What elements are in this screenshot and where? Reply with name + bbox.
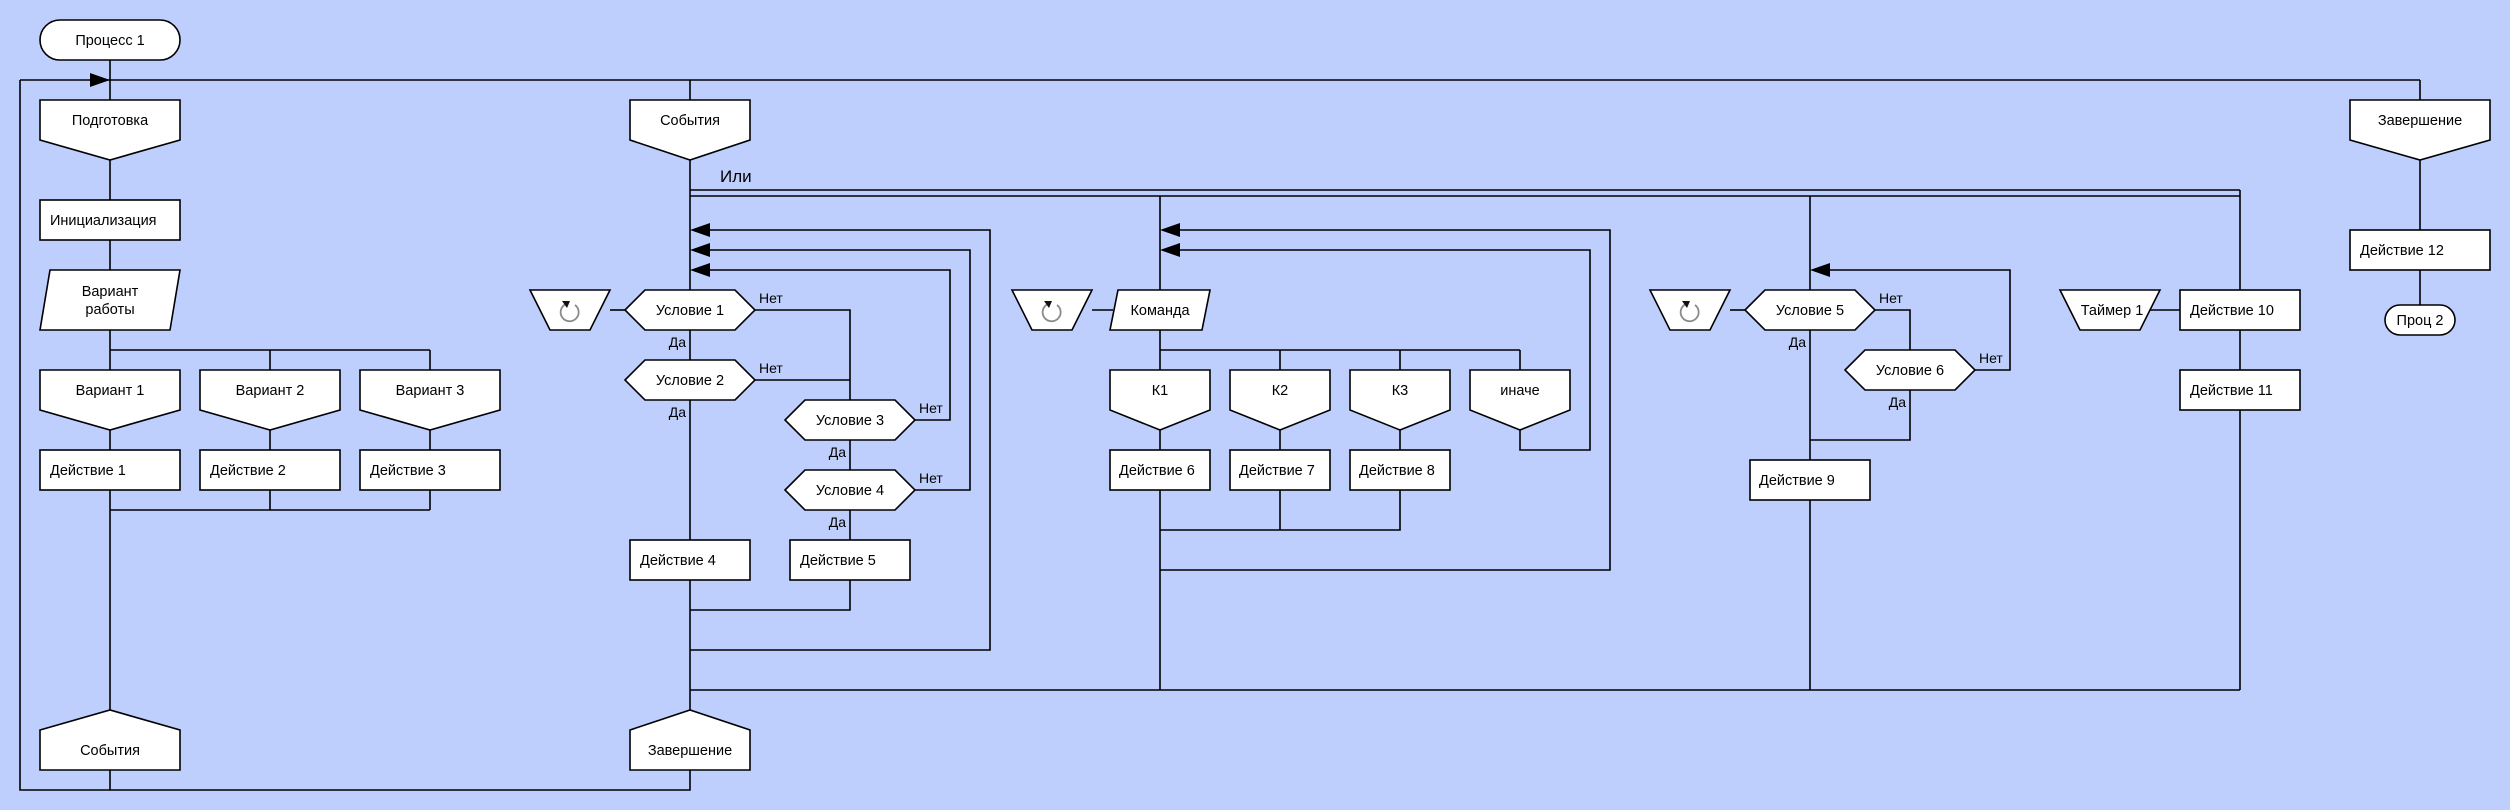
node-loop-1[interactable] — [528, 289, 612, 331]
node-goto-events[interactable]: События — [39, 709, 181, 771]
return-arrow-icon — [1160, 223, 1180, 237]
connector-lines — [19, 60, 2421, 791]
node-variant-3[interactable]: Вариант 3 — [359, 369, 501, 431]
svg-text:Действие 4: Действие 4 — [640, 553, 716, 569]
arrowheads — [90, 73, 1830, 277]
node-goto-finish[interactable]: Завершение — [629, 709, 751, 771]
node-condition-3[interactable]: Условие 3 — [783, 399, 917, 441]
svg-text:Действие 3: Действие 3 — [370, 463, 446, 479]
return-arrow-icon — [690, 263, 710, 277]
node-variant-1[interactable]: Вариант 1 — [39, 369, 181, 431]
node-condition-2[interactable]: Условие 2 — [623, 359, 757, 401]
svg-text:Действие 7: Действие 7 — [1239, 463, 1315, 479]
svg-text:Команда: Команда — [1130, 303, 1190, 319]
node-loop-3[interactable] — [1648, 289, 1732, 331]
yes-label: Да — [829, 444, 846, 460]
svg-text:Действие 12: Действие 12 — [2360, 243, 2444, 259]
svg-text:Условие 4: Условие 4 — [816, 483, 884, 499]
no-label: Нет — [1879, 290, 1903, 306]
process-title: Процесс 1 — [75, 33, 144, 49]
return-arrow-icon — [1810, 263, 1830, 277]
return-arrow-icon — [690, 243, 710, 257]
svg-text:Действие 2: Действие 2 — [210, 463, 286, 479]
svg-text:иначе: иначе — [1500, 383, 1539, 399]
node-condition-1[interactable]: Условие 1 — [623, 289, 757, 331]
svg-text:Завершение: Завершение — [648, 743, 732, 759]
node-action-1[interactable]: Действие 1 — [39, 449, 181, 491]
node-timer[interactable]: Таймер 1 — [2058, 289, 2162, 331]
svg-text:К3: К3 — [1392, 383, 1409, 399]
svg-text:К2: К2 — [1272, 383, 1289, 399]
svg-text:Действие 1: Действие 1 — [50, 463, 126, 479]
svg-text:Вариант: Вариант — [82, 284, 139, 300]
node-condition-6[interactable]: Условие 6 — [1843, 349, 1977, 391]
no-label: Нет — [919, 470, 943, 486]
svg-text:Условие 2: Условие 2 — [656, 373, 724, 389]
node-mode-input[interactable]: Вариант работы — [39, 269, 181, 331]
svg-text:Действие 11: Действие 11 — [2190, 383, 2273, 399]
node-action-5[interactable]: Действие 5 — [789, 539, 911, 581]
svg-text:Инициализация: Инициализация — [50, 213, 157, 229]
svg-text:Условие 6: Условие 6 — [1876, 363, 1944, 379]
node-case-k1[interactable]: К1 — [1109, 369, 1211, 431]
node-condition-4[interactable]: Условие 4 — [783, 469, 917, 511]
or-label: Или — [720, 167, 752, 186]
svg-text:Таймер 1: Таймер 1 — [2081, 303, 2144, 319]
node-action-9[interactable]: Действие 9 — [1749, 459, 1871, 501]
svg-text:Условие 3: Условие 3 — [816, 413, 884, 429]
svg-text:Подготовка: Подготовка — [72, 113, 149, 129]
node-loop-2[interactable] — [1010, 289, 1094, 331]
svg-text:Действие 10: Действие 10 — [2190, 303, 2274, 319]
node-case-k2[interactable]: К2 — [1229, 369, 1331, 431]
svg-text:работы: работы — [85, 302, 134, 318]
node-variant-2[interactable]: Вариант 2 — [199, 369, 341, 431]
svg-text:Условие 1: Условие 1 — [656, 303, 724, 319]
return-arrow-icon — [1160, 243, 1180, 257]
node-action-8[interactable]: Действие 8 — [1349, 449, 1451, 491]
node-case-k3[interactable]: К3 — [1349, 369, 1451, 431]
svg-text:Вариант 3: Вариант 3 — [396, 383, 465, 399]
node-branch-finish[interactable]: Завершение — [2349, 99, 2491, 161]
yes-label: Да — [1889, 394, 1906, 410]
svg-text:Действие 8: Действие 8 — [1359, 463, 1435, 479]
node-action-6[interactable]: Действие 6 — [1109, 449, 1211, 491]
svg-text:Действие 5: Действие 5 — [800, 553, 876, 569]
node-command-input[interactable]: Команда — [1109, 289, 1211, 331]
node-action-10[interactable]: Действие 10 — [2179, 289, 2301, 331]
svg-text:События: События — [80, 743, 140, 759]
node-process-start[interactable]: Процесс 1 — [39, 19, 181, 61]
svg-text:Действие 9: Действие 9 — [1759, 473, 1835, 489]
node-action-4[interactable]: Действие 4 — [629, 539, 751, 581]
node-action-7[interactable]: Действие 7 — [1229, 449, 1331, 491]
node-action-11[interactable]: Действие 11 — [2179, 369, 2301, 411]
node-init[interactable]: Инициализация — [39, 199, 181, 241]
node-action-3[interactable]: Действие 3 — [359, 449, 501, 491]
node-condition-5[interactable]: Условие 5 — [1743, 289, 1877, 331]
svg-text:К1: К1 — [1152, 383, 1169, 399]
svg-text:Действие 6: Действие 6 — [1119, 463, 1195, 479]
svg-text:Проц 2: Проц 2 — [2397, 313, 2444, 329]
svg-text:Вариант 1: Вариант 1 — [76, 383, 145, 399]
node-case-else[interactable]: иначе — [1469, 369, 1571, 431]
no-label: Нет — [1979, 350, 2003, 366]
node-action-12[interactable]: Действие 12 — [2349, 229, 2491, 271]
svg-text:Завершение: Завершение — [2378, 113, 2462, 129]
no-label: Нет — [919, 400, 943, 416]
node-process-end[interactable]: Проц 2 — [2384, 304, 2456, 336]
node-branch-events[interactable]: События — [629, 99, 751, 161]
yes-label: Да — [669, 334, 686, 350]
no-label: Нет — [759, 290, 783, 306]
no-label: Нет — [759, 360, 783, 376]
svg-text:Условие 5: Условие 5 — [1776, 303, 1844, 319]
svg-text:Вариант 2: Вариант 2 — [236, 383, 305, 399]
yes-label: Да — [829, 514, 846, 530]
return-arrow-icon — [690, 223, 710, 237]
yes-label: Да — [669, 404, 686, 420]
svg-text:События: События — [660, 113, 720, 129]
loop-arrow-icon — [90, 73, 110, 87]
node-action-2[interactable]: Действие 2 — [199, 449, 341, 491]
node-branch-prep[interactable]: Подготовка — [39, 99, 181, 161]
yes-label: Да — [1789, 334, 1806, 350]
